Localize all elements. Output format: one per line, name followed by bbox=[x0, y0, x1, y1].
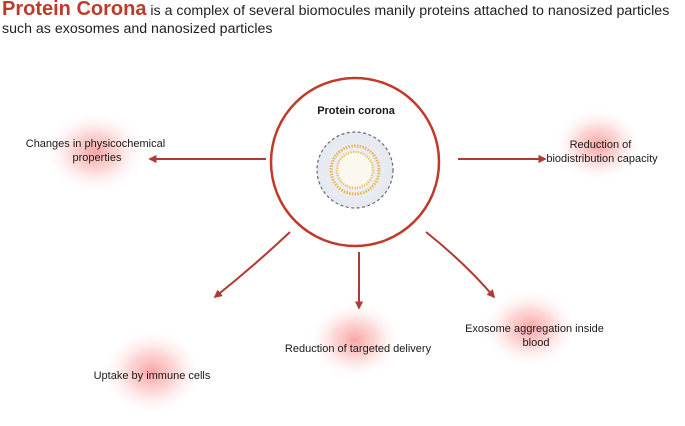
glow-targeted bbox=[307, 300, 403, 380]
arrow-to-aggregation bbox=[425, 231, 496, 299]
label-biodistribution-line1: Reduction of bbox=[570, 139, 633, 151]
label-aggregation: Exosome aggregation inside blood bbox=[465, 323, 607, 349]
label-biodistribution-line2: biodistribution capacity bbox=[546, 153, 658, 165]
label-physicochemical: Changes in physicochemical properties bbox=[26, 138, 168, 164]
vesicle-membrane-outer bbox=[329, 144, 381, 196]
glow-biodistribution bbox=[552, 107, 644, 183]
vesicle-membrane-inner bbox=[335, 150, 375, 190]
intro-text: is a complex of several biomocules manil… bbox=[2, 3, 670, 37]
label-aggregation-line1: Exosome aggregation inside bbox=[465, 323, 604, 335]
label-immune-line1: Uptake by immune cells bbox=[94, 370, 211, 382]
glow-physicochemical bbox=[43, 110, 147, 194]
intro-paragraph: Protein Corona is a complex of several b… bbox=[2, 0, 682, 38]
intro-title: Protein Corona bbox=[2, 0, 147, 20]
label-immune: Uptake by immune cells bbox=[94, 370, 211, 382]
label-physicochemical-line2: properties bbox=[73, 152, 122, 164]
label-aggregation-line2: blood bbox=[523, 337, 550, 349]
label-targeted-line1: Reduction of targeted delivery bbox=[285, 343, 432, 355]
label-targeted: Reduction of targeted delivery bbox=[285, 343, 432, 355]
center-label: Protein corona bbox=[317, 105, 396, 117]
glow-immune bbox=[100, 328, 204, 416]
glow-aggregation bbox=[480, 288, 580, 368]
label-physicochemical-line1: Changes in physicochemical bbox=[26, 138, 165, 150]
label-biodistribution: Reduction of biodistribution capacity bbox=[546, 139, 658, 165]
arrow-to-immune bbox=[213, 231, 291, 299]
protein-corona-particle: Protein corona bbox=[269, 76, 441, 248]
outcome-arrows bbox=[148, 154, 547, 310]
